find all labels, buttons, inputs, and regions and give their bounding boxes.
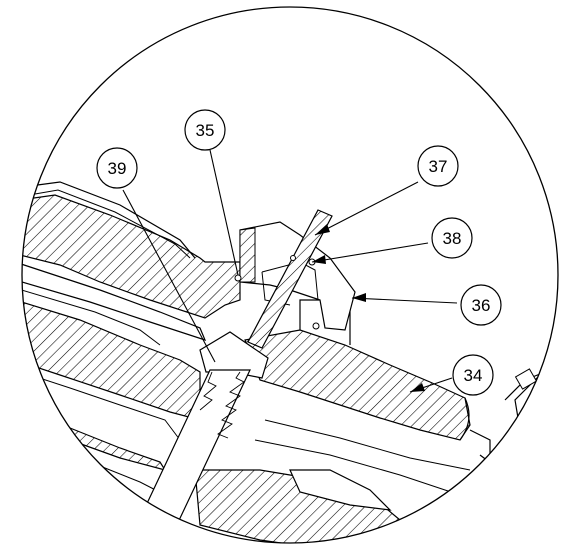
arrowhead-34 <box>410 383 425 392</box>
leader-arrowheads <box>312 224 425 392</box>
fastener-threads-left <box>199 371 217 411</box>
callout-balloon-35: 35 <box>184 109 226 151</box>
callout-balloon-39: 39 <box>96 147 138 189</box>
leader-37 <box>314 181 419 236</box>
leader-lines <box>122 149 458 393</box>
callout-label-35: 35 <box>196 121 215 140</box>
upper-tube-wall <box>29 181 196 259</box>
leader-36 <box>351 297 458 304</box>
seal-37 <box>290 255 296 261</box>
cap-housing-hatch <box>239 227 256 283</box>
callout-balloon-38: 38 <box>431 217 473 259</box>
fastener-threads <box>217 371 245 439</box>
arrowhead-38 <box>312 255 326 264</box>
callout-label-39: 39 <box>108 159 127 178</box>
callout-balloon-36: 36 <box>460 284 502 326</box>
leader-39 <box>122 189 216 363</box>
leader-35 <box>209 149 239 276</box>
inner-tube <box>22 261 207 341</box>
lower-right-cavity <box>289 469 392 511</box>
bottom-section <box>22 409 167 471</box>
callout-balloon-34: 34 <box>452 354 494 396</box>
upper-tube-wall-inner <box>34 189 191 259</box>
lower-right-lines <box>254 419 471 496</box>
fastener-head <box>199 331 269 379</box>
callout-label-34: 34 <box>464 366 483 385</box>
right-step-block <box>514 368 538 390</box>
callout-label-38: 38 <box>443 229 462 248</box>
section-view <box>22 181 551 543</box>
upper-tube-section <box>22 194 241 319</box>
arrowhead-37 <box>315 224 330 235</box>
arrowhead-36 <box>352 293 366 302</box>
callout-balloon-37: 37 <box>417 145 459 187</box>
seal-35 <box>234 274 242 282</box>
lower-tube-inner-line <box>22 369 181 441</box>
inner-tube-line <box>22 287 161 346</box>
detail-circle-boundary <box>21 6 559 544</box>
angled-pin <box>247 209 333 349</box>
seal-36 <box>312 322 320 330</box>
fastener-shank <box>124 369 251 543</box>
callout-label-36: 36 <box>472 296 491 315</box>
leader-38 <box>311 242 429 263</box>
callout-label-37: 37 <box>429 157 448 176</box>
